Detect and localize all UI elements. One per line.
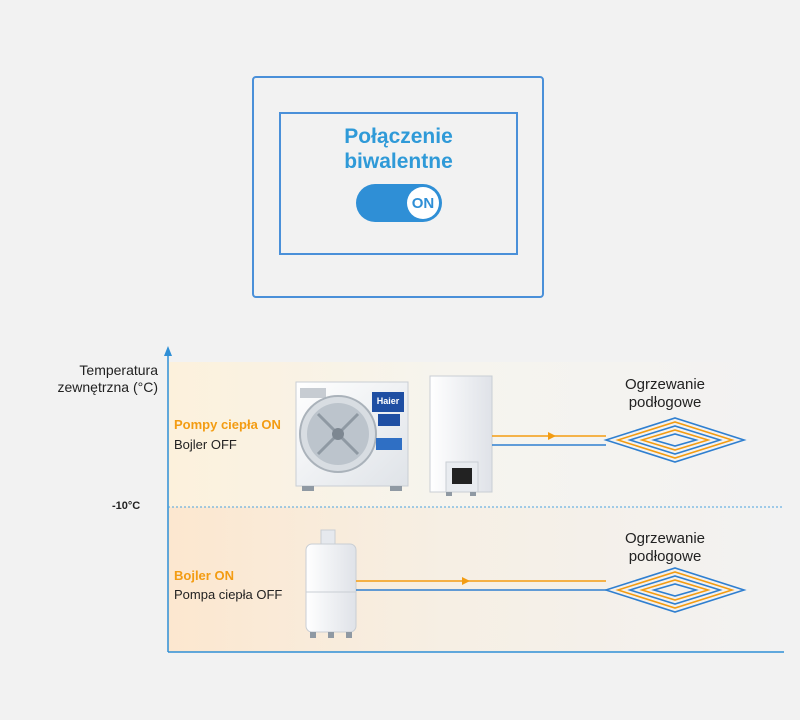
axis-label: Temperatura zewnętrzna (°C) [57,362,158,395]
threshold-label: -10°C [112,500,141,512]
floor-heating-label-top: Ogrzewanie podłogowe [624,376,706,411]
pipe-to-floor-heating-bottom [356,577,606,591]
floor-heating-icon-top [603,417,747,463]
indoor-unit-icon [429,375,493,496]
heat-pump-on-label: Pompy ciepła ON [174,417,281,432]
boiler-on-label: Bojler ON [174,568,234,583]
bivalent-panel-frame [252,76,544,298]
bivalent-title-line2: biwalentne [344,150,453,173]
floor-heating-label-bottom: Ogrzewanie podłogowe [624,530,706,565]
gas-boiler-icon [305,529,357,638]
bivalent-title: Połączenie biwalentne [279,124,518,174]
heat-pump-outdoor-unit-icon [295,381,409,491]
bivalent-title-line1: Połączenie [344,125,453,148]
vertical-axis [164,346,172,652]
floor-heating-icon-bottom [603,567,747,613]
below-threshold-band [168,507,784,652]
toggle-knob: ON [407,187,439,219]
bivalent-toggle[interactable]: ON [356,184,442,222]
bivalent-panel-inner-frame [279,112,518,255]
toggle-state-label: ON [411,194,435,212]
unit-brand-text: Haier [377,396,400,406]
pipe-to-floor-heating-top [492,432,606,446]
heat-pump-off-label: Pompa ciepła OFF [174,587,283,602]
boiler-off-label: Bojler OFF [174,437,237,452]
